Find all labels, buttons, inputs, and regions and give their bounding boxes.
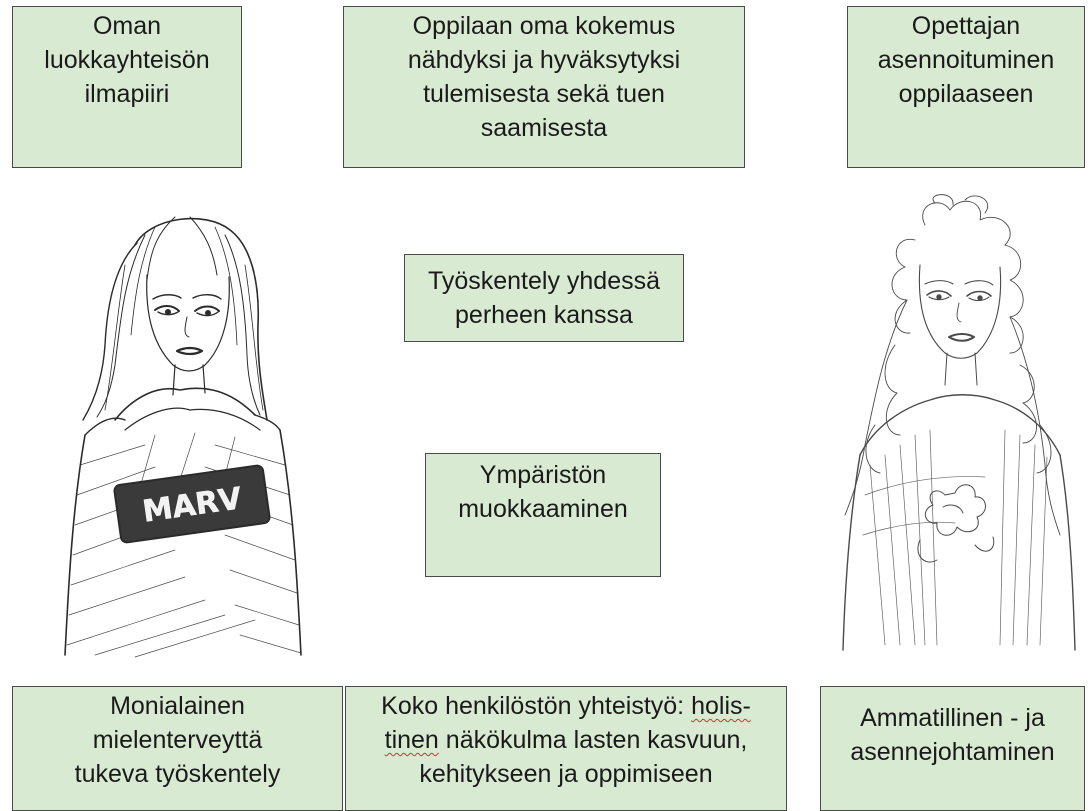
box-staff-cooperation: Koko henkilöstön yhteistyö: holis- tinen…	[345, 686, 787, 811]
staff-line3-text: kehitykseen ja oppimiseen	[419, 760, 713, 788]
box-family-cooperation-text: Työskentely yhdessä perheen kanssa	[427, 267, 661, 329]
box-teacher-attitude-text: Opettajan asennoituminen oppilaaseen	[877, 12, 1055, 108]
box-student-experience-text: Oppilaan oma kokemus nähdyksi ja hyväksy…	[407, 12, 681, 142]
sketched-girl-curly-hair-icon	[842, 194, 1076, 651]
box-environment-modification: Ympäristön muokkaaminen	[425, 453, 661, 577]
box-multidisciplinary-work-text: Monialainen mielenterveyttä tukeva työsk…	[74, 692, 281, 788]
box-student-experience: Oppilaan oma kokemus nähdyksi ja hyväksy…	[343, 6, 745, 168]
staff-line1-text: Koko henkilöstön yhteistyö:	[381, 692, 692, 720]
box-environment-modification-text: Ympäristön muokkaaminen	[458, 461, 628, 523]
box-teacher-attitude: Opettajan asennoituminen oppilaaseen	[847, 6, 1085, 168]
spellcheck-flagged-word: holis-	[691, 692, 751, 720]
box-classroom-atmosphere: Oman luokkayhteisön ilmapiiri	[12, 6, 242, 168]
staff-line2-text: näkökulma lasten kasvuun,	[438, 726, 748, 754]
sketched-girl-hoodie-icon: MARV	[64, 216, 302, 658]
box-leadership-text: Ammatillinen - ja asennejohtaminen	[850, 704, 1055, 766]
box-family-cooperation: Työskentely yhdessä perheen kanssa	[404, 254, 684, 342]
box-staff-cooperation-text: Koko henkilöstön yhteistyö: holis- tinen…	[381, 689, 751, 791]
box-classroom-atmosphere-text: Oman luokkayhteisön ilmapiiri	[44, 12, 210, 108]
box-leadership: Ammatillinen - ja asennejohtaminen	[820, 686, 1085, 811]
box-multidisciplinary-work: Monialainen mielenterveyttä tukeva työsk…	[12, 686, 343, 811]
spellcheck-flagged-word: tinen	[384, 726, 439, 754]
